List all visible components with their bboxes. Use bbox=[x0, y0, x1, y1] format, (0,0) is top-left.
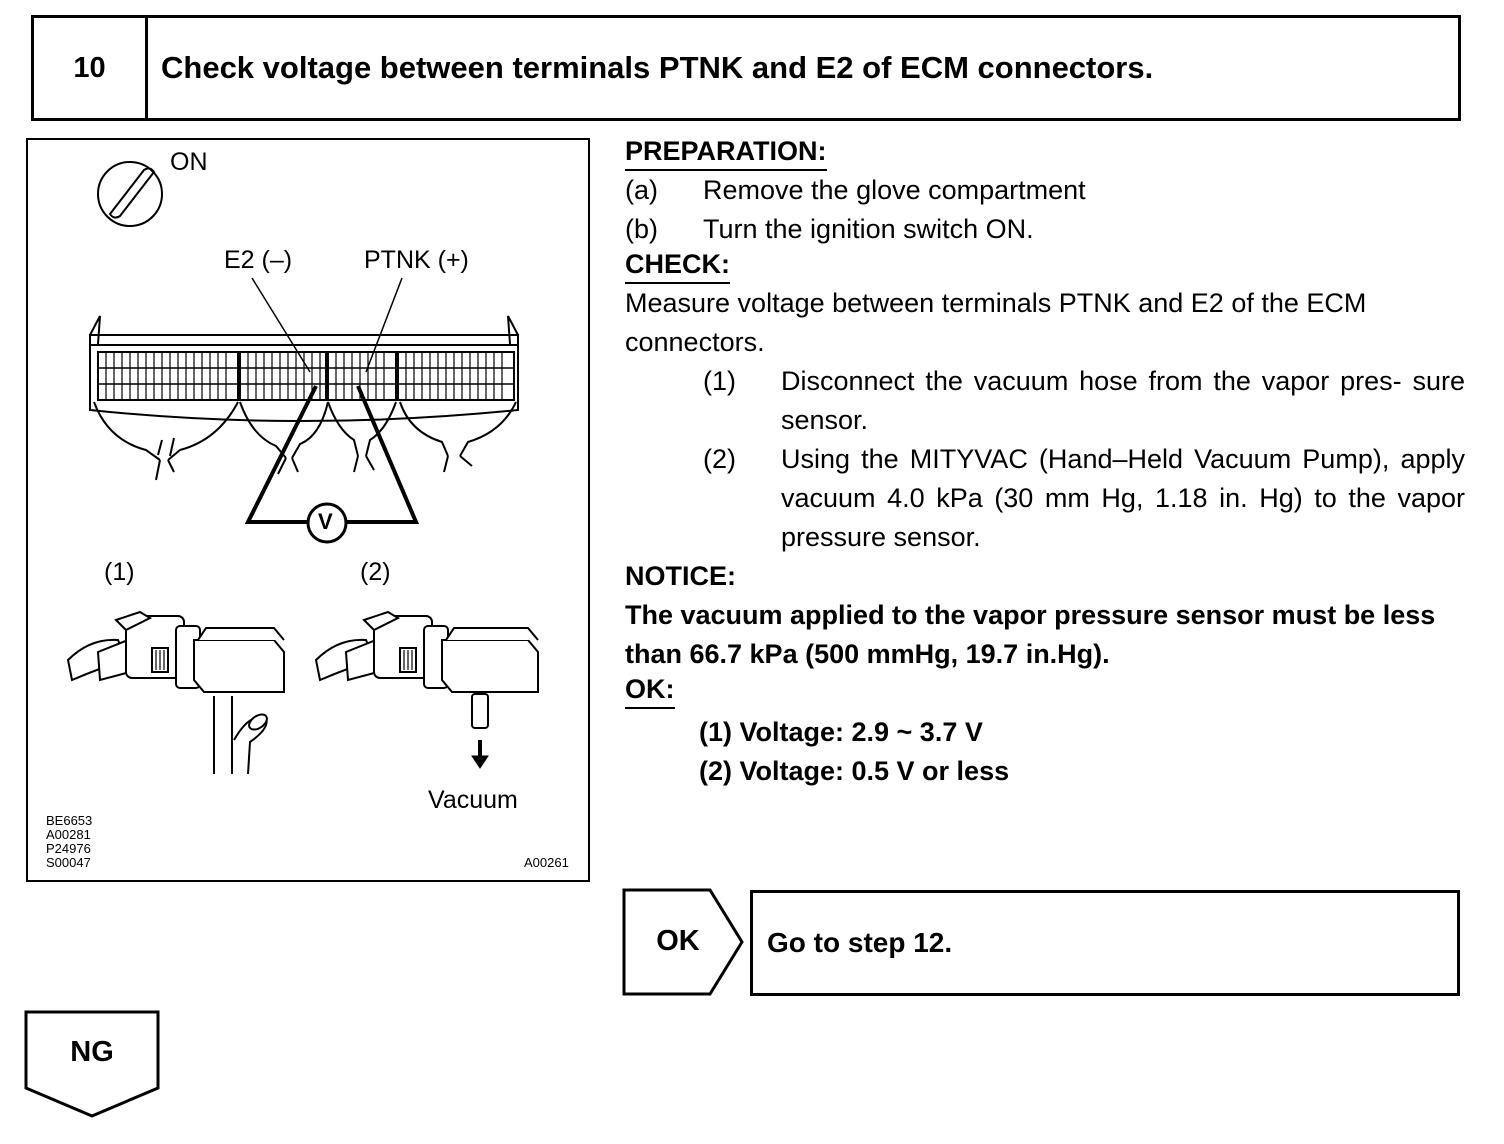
preparation-step: (b) Turn the ignition switch ON. bbox=[625, 210, 1465, 249]
figure-code: A00281 bbox=[46, 827, 91, 842]
step-header: 10 Check voltage between terminals PTNK … bbox=[31, 15, 1461, 121]
condition-1-label: (1) bbox=[104, 558, 135, 586]
preparation-heading: PREPARATION: bbox=[625, 136, 827, 171]
figure-code: BE6653 bbox=[46, 813, 93, 828]
ok-result-box: Go to step 12. bbox=[750, 890, 1460, 996]
vacuum-arrow-icon bbox=[471, 740, 489, 769]
step-number: 10 bbox=[34, 18, 148, 118]
ok-action-text: Go to step 12. bbox=[767, 927, 953, 958]
preparation-step: (a) Remove the glove compartment bbox=[625, 171, 1465, 210]
ng-label: NG bbox=[70, 1035, 114, 1068]
ignition-key-icon bbox=[97, 161, 163, 227]
step-key: (a) bbox=[625, 175, 658, 205]
connector-diagram bbox=[66, 161, 539, 775]
terminal-e2-label: E2 (–) bbox=[224, 246, 293, 274]
figure-code: P24976 bbox=[46, 841, 91, 856]
step-text: Using the MITYVAC (Hand–Held Vacuum Pump… bbox=[781, 444, 1465, 552]
voltmeter-symbol: V bbox=[318, 509, 333, 534]
ng-arrow-shape bbox=[24, 1010, 160, 1118]
voltmeter-leads bbox=[244, 385, 420, 524]
terminal-leader-lines bbox=[251, 277, 403, 373]
ok-value: (1) Voltage: 2.9 ~ 3.7 V bbox=[699, 717, 983, 747]
notice-text: The vacuum applied to the vapor pressure… bbox=[625, 600, 1436, 669]
voltmeter-icon bbox=[306, 502, 348, 544]
vacuum-label: Vacuum bbox=[428, 786, 518, 814]
check-step: (1) Disconnect the vacuum hose from the … bbox=[703, 362, 1465, 440]
step-key: (1) bbox=[703, 366, 736, 396]
figure-id: A00261 bbox=[524, 855, 569, 870]
ok-arrow-shape bbox=[622, 888, 744, 996]
ignition-on-label: ON bbox=[170, 148, 208, 176]
check-heading: CHECK: bbox=[625, 249, 730, 284]
notice-heading: NOTICE: bbox=[625, 561, 736, 591]
check-text: connectors. bbox=[625, 327, 765, 357]
check-text: Measure voltage between terminals PTNK a… bbox=[625, 288, 1367, 318]
check-step: (2) Using the MITYVAC (Hand–Held Vacuum … bbox=[703, 440, 1465, 557]
vapor-pressure-sensor-2-icon bbox=[314, 610, 539, 729]
ecm-connector-icon bbox=[89, 315, 519, 481]
step-key: (2) bbox=[703, 444, 736, 474]
step-text: Remove the glove compartment bbox=[703, 175, 1086, 205]
terminal-ptnk-label: PTNK (+) bbox=[364, 246, 469, 274]
illustration-panel: ON E2 (–) PTNK (+) V (1) (2) Vacuum BE66… bbox=[26, 138, 590, 882]
condition-2-label: (2) bbox=[360, 558, 391, 586]
ok-value: (2) Voltage: 0.5 V or less bbox=[699, 756, 1010, 786]
figure-code: S00047 bbox=[46, 855, 91, 870]
step-key: (b) bbox=[625, 214, 658, 244]
vapor-pressure-sensor-1-icon bbox=[66, 610, 285, 775]
instructions: PREPARATION: (a) Remove the glove compar… bbox=[625, 136, 1465, 791]
ok-heading: OK: bbox=[625, 674, 675, 709]
ok-label: OK bbox=[656, 924, 700, 957]
step-title: Check voltage between terminals PTNK and… bbox=[161, 50, 1154, 85]
step-text: Disconnect the vacuum hose from the vapo… bbox=[781, 366, 1465, 435]
step-text: Turn the ignition switch ON. bbox=[703, 214, 1034, 244]
